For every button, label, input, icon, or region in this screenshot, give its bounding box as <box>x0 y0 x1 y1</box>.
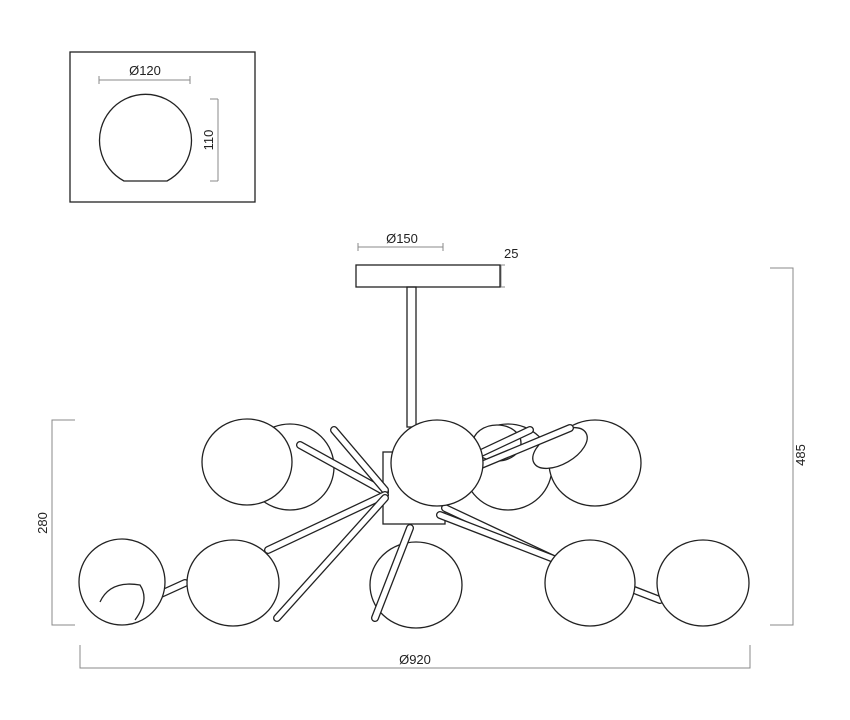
canopy-diameter-label: Ø150 <box>386 231 418 246</box>
inset-frame <box>69 51 256 203</box>
overall-diameter-dimension-line <box>79 645 751 669</box>
total-height-label: 485 <box>793 444 808 466</box>
overall-diameter-label: Ø920 <box>399 652 431 667</box>
globe <box>201 418 293 506</box>
globe <box>544 539 636 627</box>
stem-rod <box>406 286 417 428</box>
globe <box>186 539 280 627</box>
canopy-height-dimension-line <box>497 264 505 288</box>
inset-diameter-dimension-line <box>98 76 191 84</box>
inset-height-dimension-line <box>210 98 219 182</box>
glass-shade-outline <box>98 93 193 182</box>
shade-detail-inset: Ø120 110 <box>69 51 256 203</box>
globe-holder <box>99 583 145 621</box>
globe <box>78 538 166 626</box>
body-height-dimension-line <box>51 419 75 626</box>
body-height-label: 280 <box>35 512 50 534</box>
front-globes <box>78 418 750 627</box>
inset-height-label: 110 <box>201 130 216 151</box>
canopy-height-label: 25 <box>504 246 518 261</box>
canopy-diameter-dimension-line <box>357 243 444 251</box>
inset-diameter-label: Ø120 <box>129 63 161 78</box>
globe <box>390 419 484 507</box>
globe <box>656 539 750 627</box>
total-height-dimension-line <box>770 267 794 626</box>
ceiling-canopy <box>355 264 501 288</box>
